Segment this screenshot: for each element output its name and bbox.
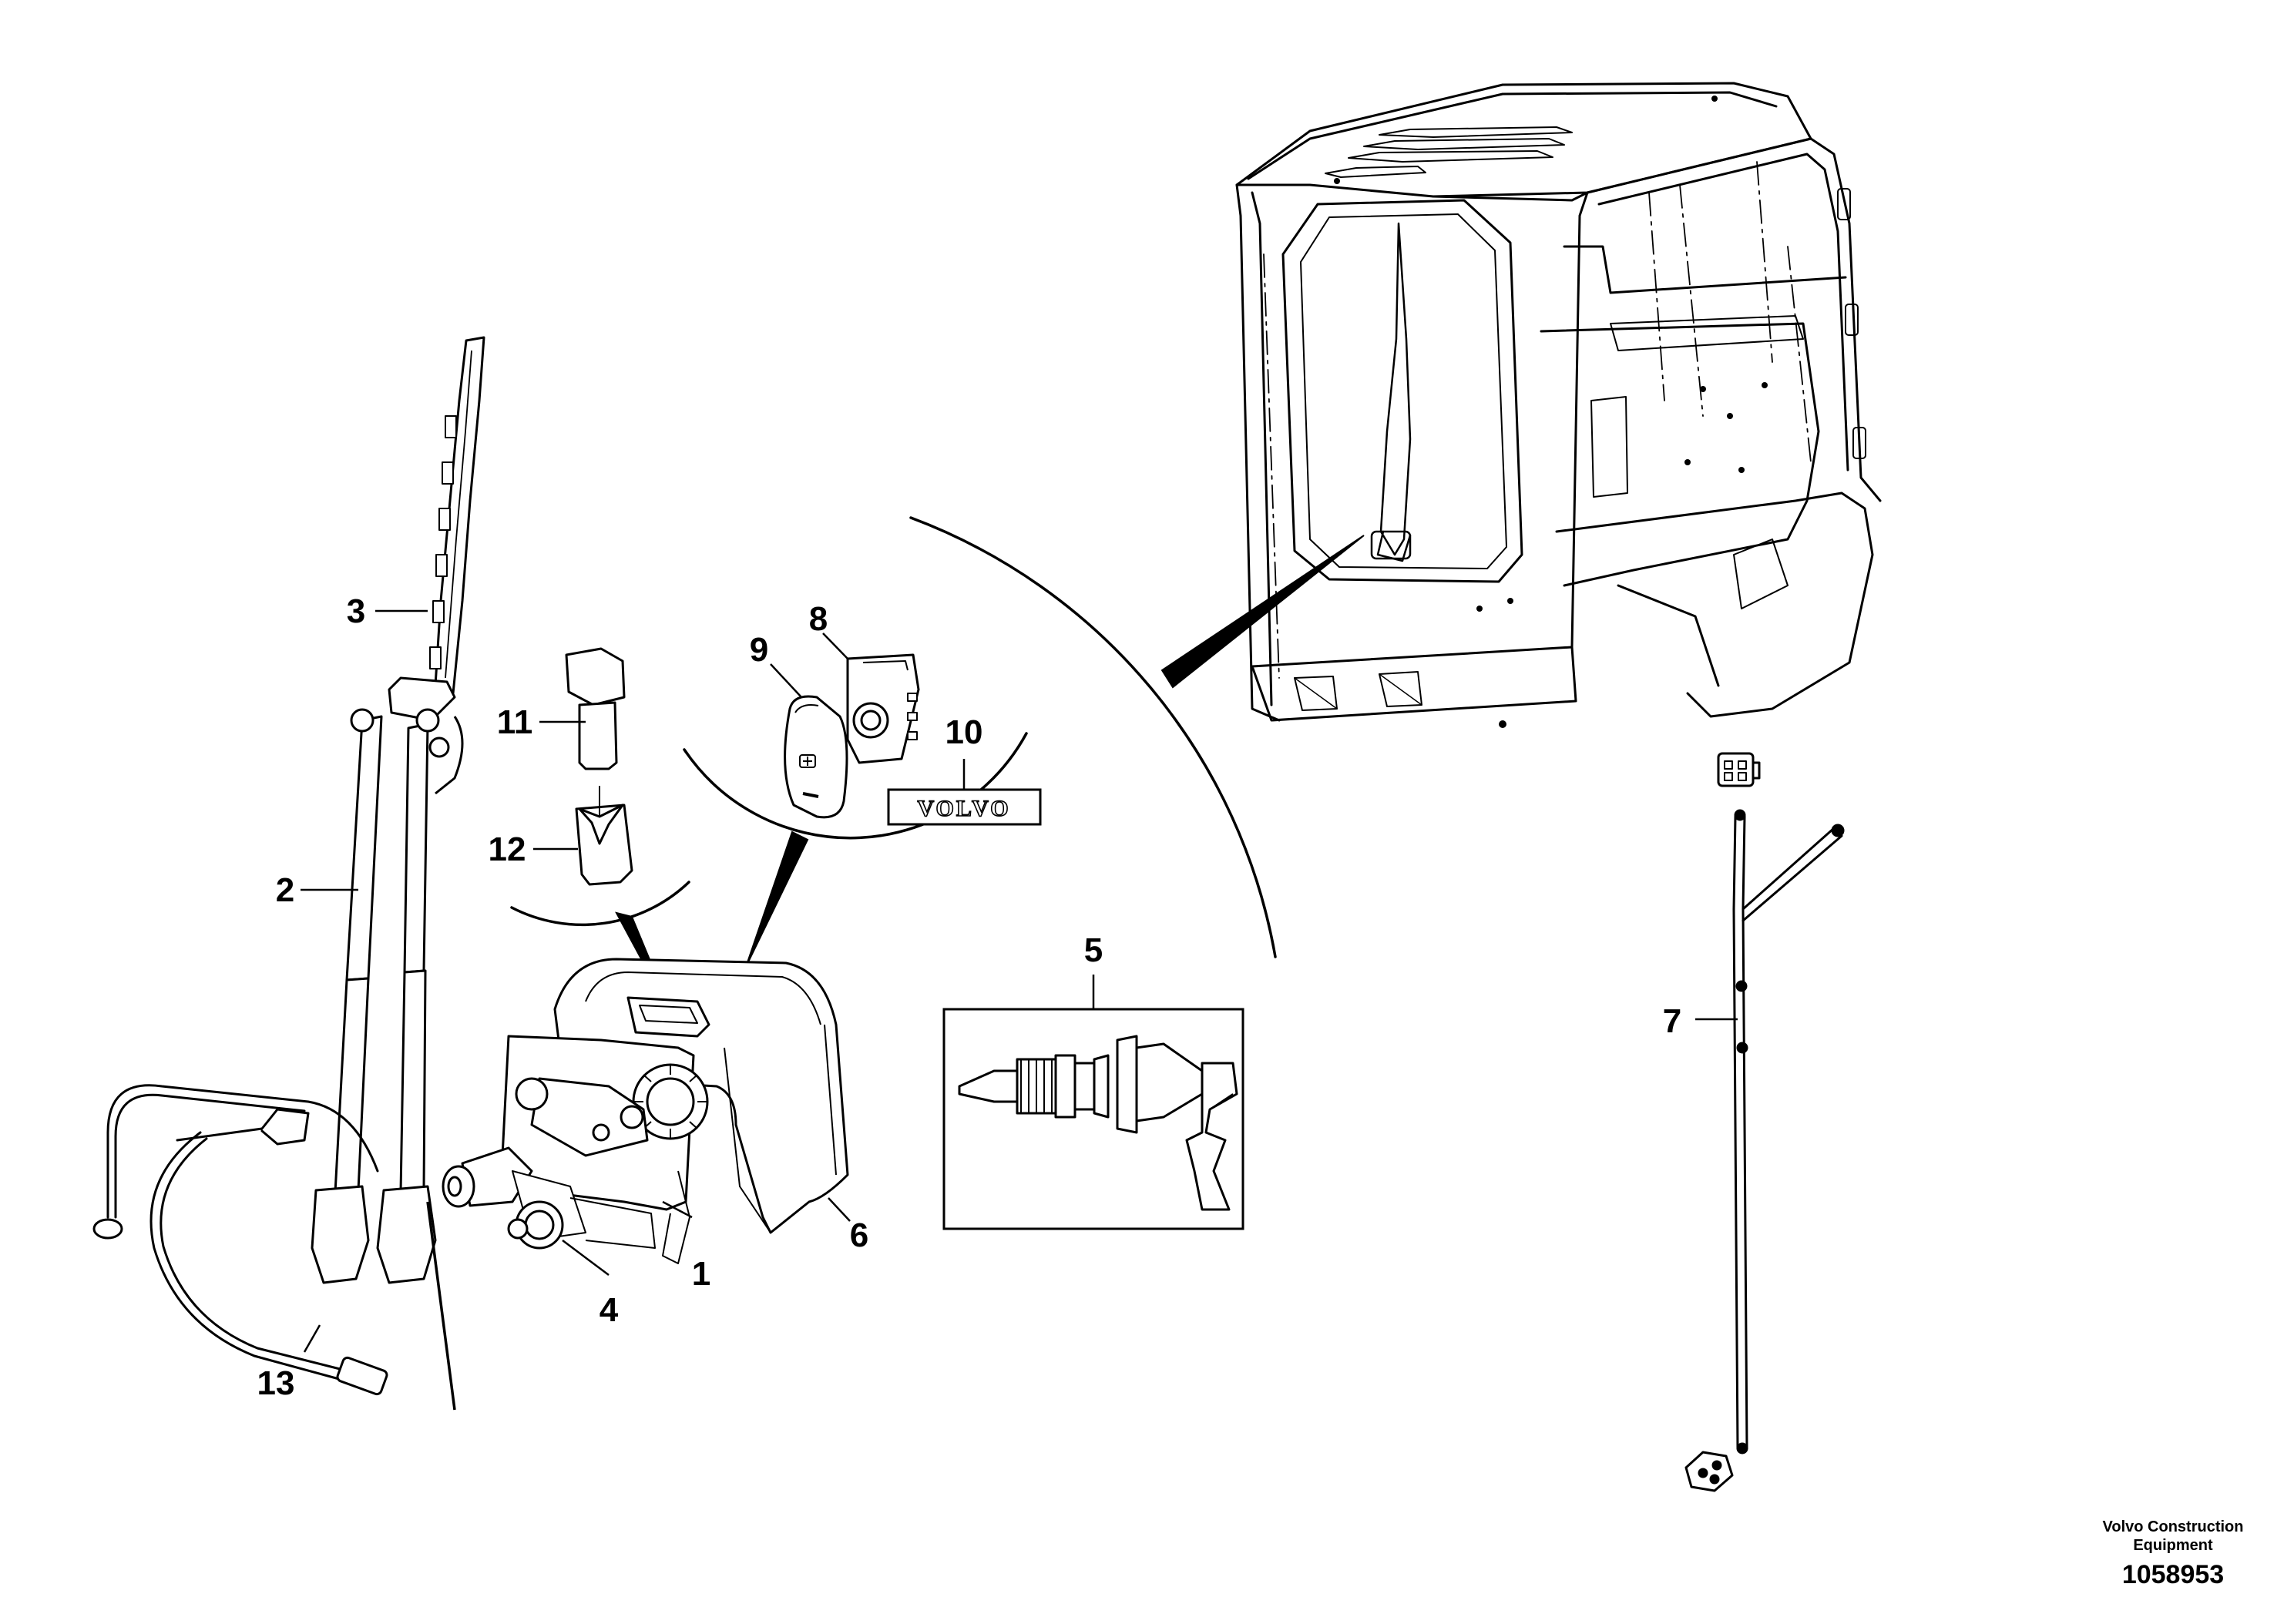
callout-8: 8 (809, 600, 828, 638)
wiper-cover (553, 958, 849, 1234)
callout-9: 9 (750, 631, 768, 669)
leader-8 (822, 632, 848, 659)
cab-illustration (1235, 82, 1882, 728)
washer-hose (92, 1084, 388, 1396)
switch-button (784, 695, 848, 819)
leader-1 (662, 1200, 693, 1219)
harness-connector-bottom (1684, 1451, 1734, 1492)
harness-connector-top (1717, 752, 1755, 787)
leader-13 (303, 1324, 321, 1353)
callout-11: 11 (497, 703, 533, 741)
cab-wiper (1370, 222, 1412, 562)
large-detail-arc (909, 516, 1277, 958)
leader-9 (770, 663, 802, 698)
callout-5: 5 (1084, 931, 1103, 969)
detail-arcs (510, 516, 1277, 958)
callout-12: 12 (489, 830, 526, 868)
nut-cap (575, 786, 633, 886)
credit-line-1: Volvo Construction (2103, 1518, 2244, 1535)
bolt-detail-arc (510, 881, 690, 927)
bolt (565, 647, 626, 770)
leader-4 (562, 1240, 610, 1276)
document-number: 1058953 (2122, 1560, 2224, 1589)
leader-lines (301, 609, 1738, 1353)
rocker-switch (846, 653, 920, 764)
switch-detail-arc (683, 732, 1028, 840)
callout-numbers: 1 2 3 4 5 6 7 8 9 10 11 12 13 (257, 592, 1682, 1402)
wiper-arm (311, 676, 464, 1411)
wiper-motor (442, 1035, 709, 1264)
callout-2: 2 (276, 871, 294, 909)
footer: Volvo Construction Equipment 1058953 (2103, 1518, 2244, 1589)
leader-6 (828, 1197, 851, 1222)
volvo-decal: VOLVO (887, 788, 1042, 826)
callout-4: 4 (600, 1291, 619, 1329)
wiper-blade (429, 336, 485, 699)
cab-pointer (1160, 535, 1365, 689)
callout-10: 10 (945, 713, 983, 751)
callout-6: 6 (850, 1216, 868, 1254)
callout-7: 7 (1663, 1002, 1681, 1040)
callout-13: 13 (257, 1364, 295, 1402)
washer-nozzle-detail (942, 1008, 1244, 1230)
roof-grille (1325, 126, 1573, 178)
credit-line-2: Equipment (2133, 1537, 2213, 1554)
cable-harness (1684, 752, 1845, 1492)
callout-3: 3 (347, 592, 365, 630)
callout-1: 1 (692, 1255, 710, 1293)
decal-logo-text: VOLVO (917, 796, 1010, 821)
switch-pointer (745, 830, 809, 968)
